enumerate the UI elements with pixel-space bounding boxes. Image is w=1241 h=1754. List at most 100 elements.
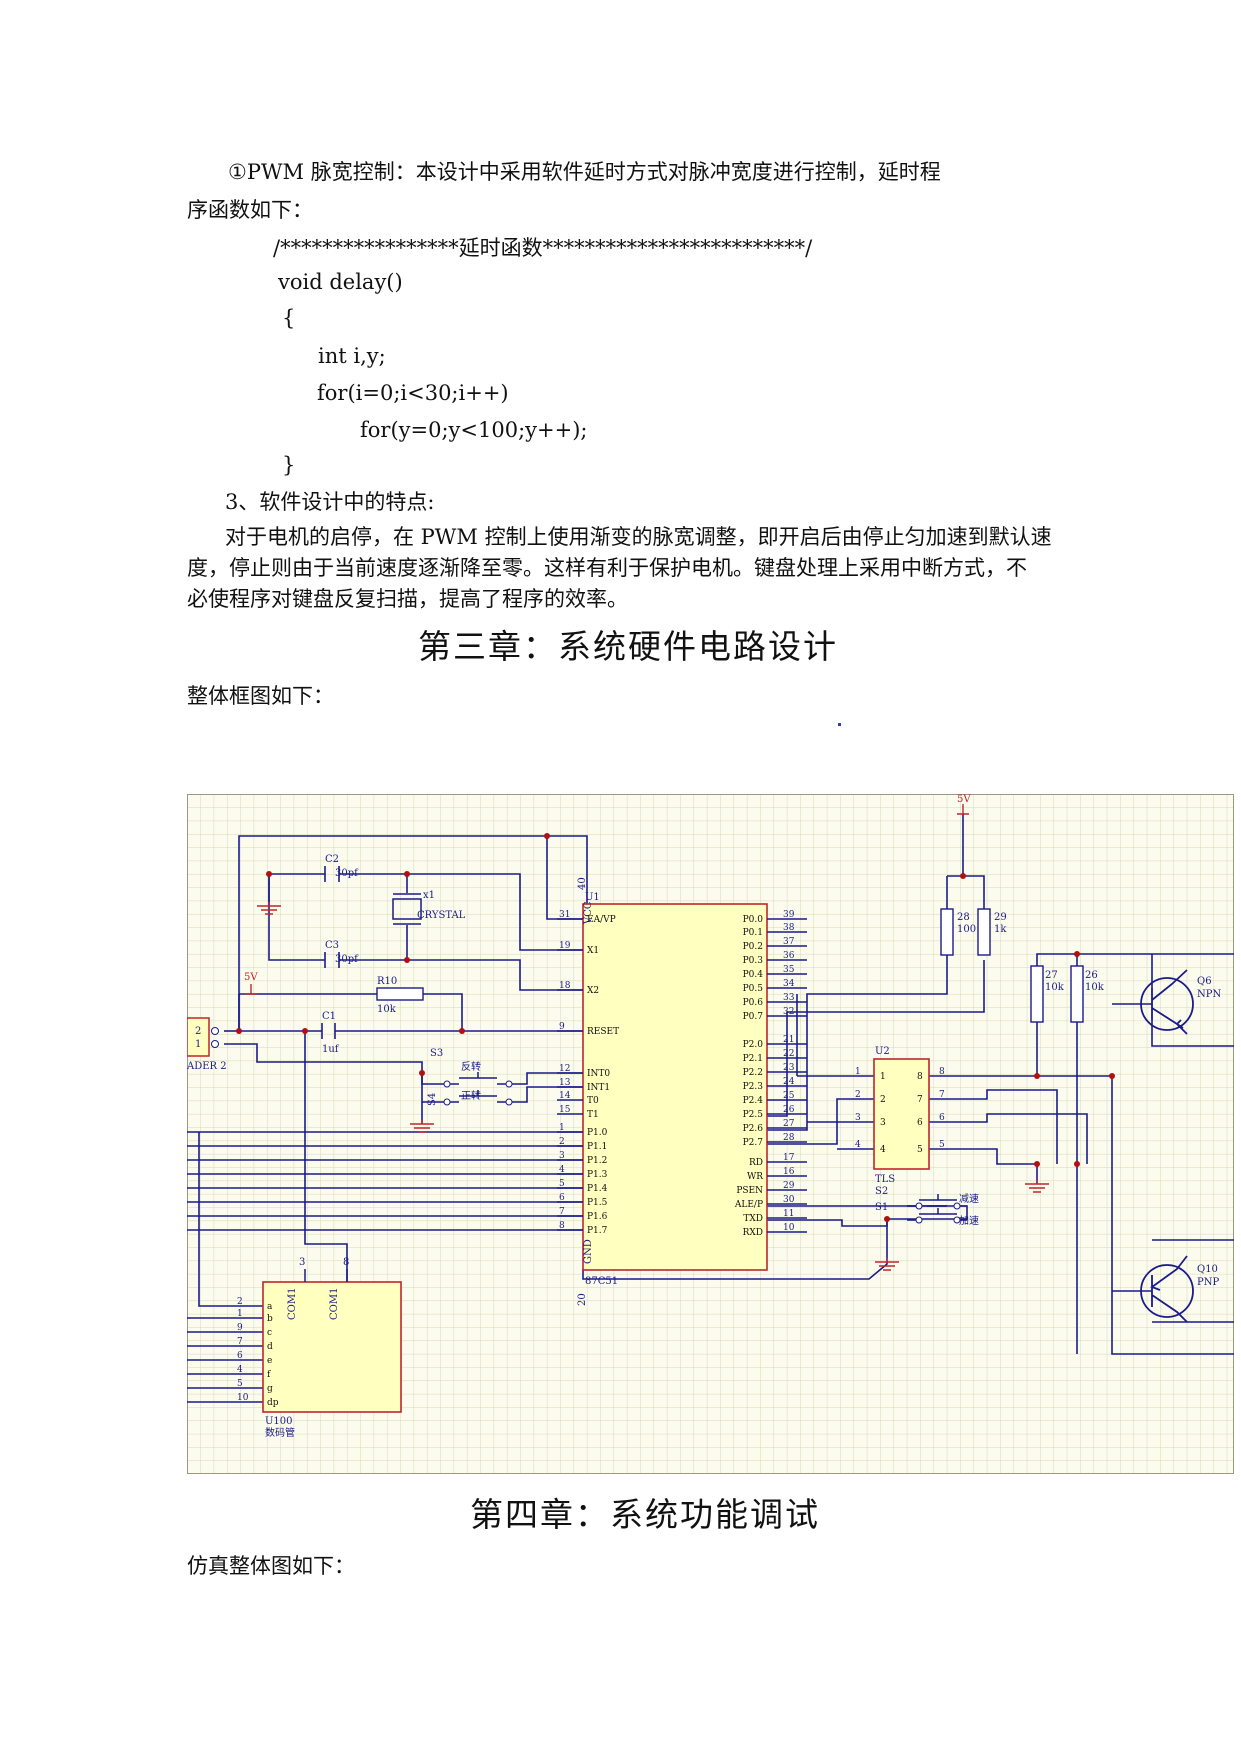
u1-pin-32-number: 32 <box>783 1007 794 1017</box>
label-r8-value: 100 <box>957 924 976 935</box>
u1-pin-35-name: P0.4 <box>743 970 764 980</box>
u2-right-pin-5-name: 5 <box>917 1145 923 1155</box>
u1-pin-2-number: 2 <box>559 1137 565 1147</box>
crystal-body <box>392 898 422 920</box>
label-header: ADER 2 <box>187 1061 227 1072</box>
resistor-r8 <box>940 908 954 956</box>
u100-pin-9-number: 9 <box>237 1323 243 1333</box>
u100-seven-segment-display <box>262 1281 402 1413</box>
u2-right-pin-6-name: 6 <box>917 1118 923 1128</box>
label-c3: C3 <box>325 940 339 951</box>
resistor-r7 <box>1030 965 1044 1023</box>
label-s2-text: 减速 <box>959 1193 979 1205</box>
u2-left-pin-4-number: 4 <box>855 1140 861 1150</box>
u1-pin-22-number: 22 <box>783 1049 794 1059</box>
features-line-3: 必使程序对键盘反复扫描，提高了程序的效率。 <box>187 587 628 611</box>
resistor-r6 <box>1070 965 1084 1023</box>
u1-pin-30-number: 30 <box>783 1195 795 1205</box>
label-crystal: x1 <box>423 890 435 901</box>
u2-right-pin-6-number: 6 <box>939 1113 945 1123</box>
u1-pin-7-number: 7 <box>559 1207 565 1217</box>
pwm-paragraph-line-2: 序函数如下： <box>187 198 313 222</box>
label-s1-text: 加速 <box>959 1215 979 1227</box>
code-comment-line: /*****************延时函数******************… <box>273 236 813 260</box>
u1-pin-28-number: 28 <box>783 1133 795 1143</box>
u2-left-pin-1-number: 1 <box>855 1067 861 1077</box>
u1-pin-36-number: 36 <box>783 951 795 961</box>
label-crystal-value: CRYSTAL <box>417 910 466 921</box>
u1-pin-24-number: 24 <box>783 1077 795 1087</box>
u1-pin-13-name: INT1 <box>587 1083 610 1093</box>
u1-pin-3-number: 3 <box>559 1151 565 1161</box>
u1-pin-38-number: 38 <box>783 923 795 933</box>
u1-pin-35-number: 35 <box>783 965 795 975</box>
label-r10: R10 <box>377 976 397 987</box>
label-q6: Q6 <box>1197 976 1212 987</box>
u1-pin-17-number: 17 <box>783 1153 795 1163</box>
u1-pin-7-name: P1.6 <box>587 1212 608 1222</box>
u1-pin-14-number: 14 <box>559 1091 571 1101</box>
u1-pin-27-name: P2.6 <box>743 1124 764 1134</box>
label-u2-part: TLS <box>875 1174 895 1185</box>
u1-pin-23-number: 23 <box>783 1063 795 1073</box>
transistor-q10 <box>1140 1255 1194 1323</box>
label-5v-top: 5V <box>957 794 971 805</box>
u100-pin-5-name: g <box>267 1384 273 1394</box>
u100-pin-9-name: c <box>267 1328 272 1338</box>
u1-pin-29-number: 29 <box>783 1181 795 1191</box>
label-s3-text: 反转 <box>461 1060 481 1073</box>
u1-pin-19-number: 19 <box>559 941 571 951</box>
code-close-brace: } <box>282 453 296 477</box>
stray-dot <box>838 723 841 726</box>
u1-pin-21-number: 21 <box>783 1035 794 1045</box>
label-u1: U1 <box>585 892 600 903</box>
u1-pin-22-name: P2.1 <box>743 1054 763 1064</box>
u100-pin-7-name: d <box>267 1342 273 1352</box>
label-s2: S2 <box>875 1186 888 1197</box>
resistor-r9 <box>977 908 991 956</box>
label-s3: S3 <box>430 1048 443 1059</box>
label-r10-value: 10k <box>377 1004 397 1015</box>
u1-pin-13-number: 13 <box>559 1078 571 1088</box>
push-buttons <box>447 1072 967 1221</box>
u2-left-pin-1-name: 1 <box>880 1072 886 1082</box>
u2-left-pin-3-name: 3 <box>880 1118 886 1128</box>
u100-pin-1-name: b <box>267 1314 273 1324</box>
u1-pin-37-number: 37 <box>783 937 795 947</box>
u1-pin-5-name: P1.4 <box>587 1184 608 1194</box>
u1-pin-10-number: 10 <box>783 1223 795 1233</box>
label-q10: Q10 <box>1197 1264 1218 1275</box>
u1-pin-12-name: INT0 <box>587 1069 610 1079</box>
label-q6-type: NPN <box>1197 989 1221 1000</box>
label-header-pin-2: 2 <box>195 1026 201 1037</box>
u2-right-pin-8-name: 8 <box>917 1072 923 1082</box>
u1-pin-33-name: P0.6 <box>743 998 764 1008</box>
label-r6: 26 <box>1085 970 1098 981</box>
u100-pin-10-number: 10 <box>237 1393 249 1403</box>
u1-pin-12-number: 12 <box>559 1064 570 1074</box>
header-connector <box>187 1017 210 1057</box>
capacitors <box>321 866 340 1039</box>
u1-pin-17-name: RD <box>749 1158 763 1168</box>
u1-microcontroller <box>582 903 768 1271</box>
label-com1-a: COM1 <box>287 1288 298 1320</box>
label-c3-value: 30pf <box>335 954 359 965</box>
features-heading: 3、软件设计中的特点: <box>225 490 435 514</box>
code-inner-loop: for(y=0;y<100;y++); <box>360 418 588 442</box>
u1-pin-2-name: P1.1 <box>587 1142 607 1152</box>
u1-pin-39-name: P0.0 <box>743 915 764 925</box>
u1-pin-32-name: P0.7 <box>743 1012 764 1022</box>
label-u100: U100 <box>265 1416 293 1427</box>
u1-pin-9-number: 9 <box>559 1022 565 1032</box>
u2-right-pin-7-number: 7 <box>939 1090 945 1100</box>
u1-pin-19-name: X1 <box>587 946 599 956</box>
label-u100-part: 数码管 <box>265 1426 295 1439</box>
label-c1: C1 <box>322 1011 336 1022</box>
u1-pin-26-number: 26 <box>783 1105 795 1115</box>
label-s1: S1 <box>875 1202 888 1213</box>
label-r9-value: 1k <box>994 924 1007 935</box>
u2-left-pin-2-name: 2 <box>880 1095 886 1105</box>
label-header-pin-1: 1 <box>195 1039 201 1050</box>
u2-left-pin-3-number: 3 <box>855 1113 861 1123</box>
u1-pin-11-number: 11 <box>783 1209 794 1219</box>
